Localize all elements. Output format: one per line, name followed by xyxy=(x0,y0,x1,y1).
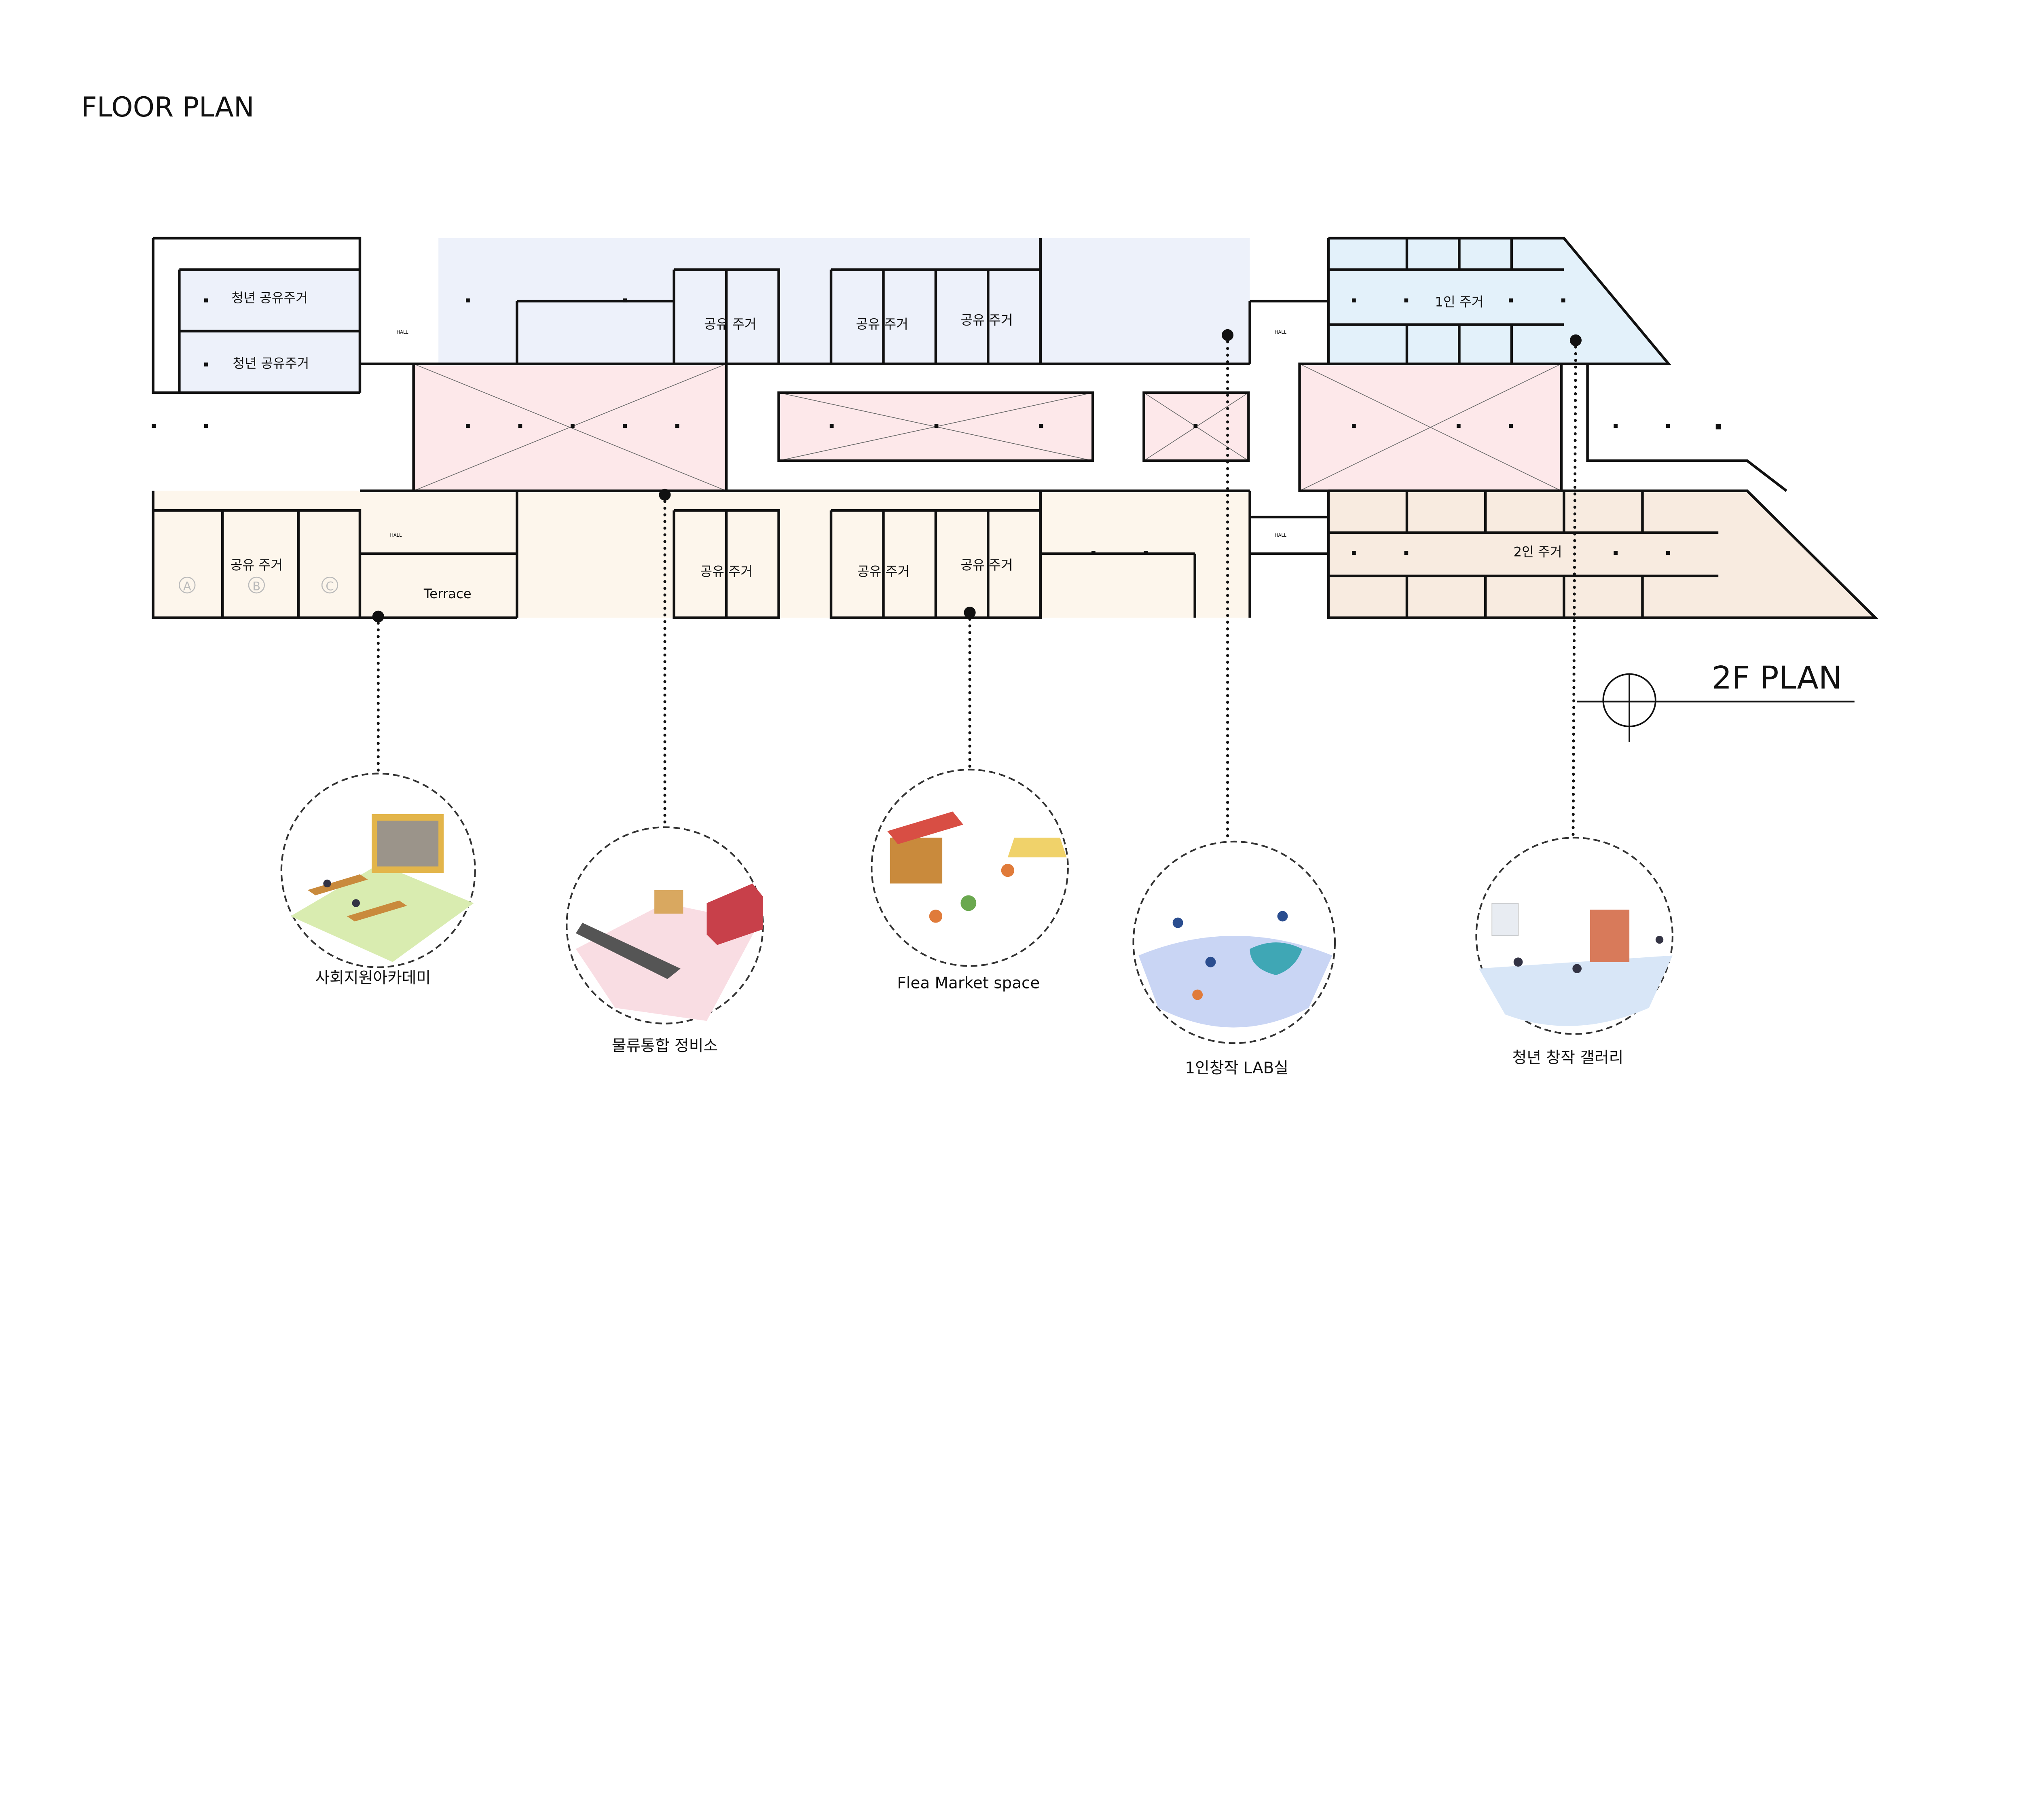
market-stall-illustration xyxy=(890,838,943,884)
unit-marker-b: B xyxy=(252,580,260,593)
unit-marker-a: A xyxy=(183,580,191,593)
room-label-shared: 공유 주거 xyxy=(960,313,1013,328)
space-flea-market: Flea Market space xyxy=(871,768,1069,992)
unit-marker-c: C xyxy=(326,580,334,593)
warehouse-illustration xyxy=(706,883,763,945)
space-caption: 사회지원아카데미 xyxy=(315,969,431,987)
space-gallery: 청년 창작 갤러리 xyxy=(1475,837,1674,1067)
room-label-shared: 공유 주거 xyxy=(857,564,909,579)
hall-label: HALL xyxy=(397,329,409,335)
artwork-illustration xyxy=(1590,910,1630,962)
hall-label: HALL xyxy=(1275,329,1287,335)
room-label-shared: 공유 주거 xyxy=(231,557,283,573)
room-label-double: 2인 주거 xyxy=(1513,544,1562,559)
room-label-shared: 공유 주거 xyxy=(704,316,756,332)
space-logistics: 물류통합 정비소 xyxy=(566,826,764,1055)
conveyor-illustration xyxy=(575,923,681,979)
desk-illustration xyxy=(1250,942,1303,976)
page-title: FLOOR PLAN xyxy=(81,91,254,123)
room-label-shared: 공유 주거 xyxy=(700,564,752,579)
peach-zone xyxy=(1328,491,1876,618)
leader-lines xyxy=(372,329,1582,843)
space-caption: 1인창작 LAB실 xyxy=(1185,1059,1288,1077)
room-label-shared: 공유 주거 xyxy=(856,316,908,332)
plan-label: 2F PLAN xyxy=(1712,660,1842,696)
space-caption: 청년 창작 갤러리 xyxy=(1512,1049,1624,1067)
space-caption: Flea Market space xyxy=(897,974,1040,992)
walls xyxy=(152,237,1879,619)
room-label-terrace: Terrace xyxy=(423,586,472,601)
floor-plan-board: FLOOR PLAN 청 xyxy=(81,91,1879,1077)
floor-plan: 청년 공유주거 청년 공유주거 공유 주거 공유 주거 공유 주거 공유 주거 … xyxy=(152,237,1879,619)
space-caption: 물류통합 정비소 xyxy=(612,1037,718,1055)
north-arrow-icon xyxy=(1602,673,1656,742)
room-label-youth-shared: 청년 공유주거 xyxy=(233,356,309,371)
room-label-shared: 공유 주거 xyxy=(960,557,1013,573)
hall-label: HALL xyxy=(390,532,402,538)
structural-columns xyxy=(152,298,1721,555)
space-lab: 1인창작 LAB실 xyxy=(1132,840,1336,1077)
room-label-youth-shared: 청년 공유주거 xyxy=(231,290,308,306)
space-academy: 사회지원아카데미 xyxy=(280,772,476,987)
room-label-single: 1인 주거 xyxy=(1435,294,1483,309)
hall-label: HALL xyxy=(1275,532,1287,538)
